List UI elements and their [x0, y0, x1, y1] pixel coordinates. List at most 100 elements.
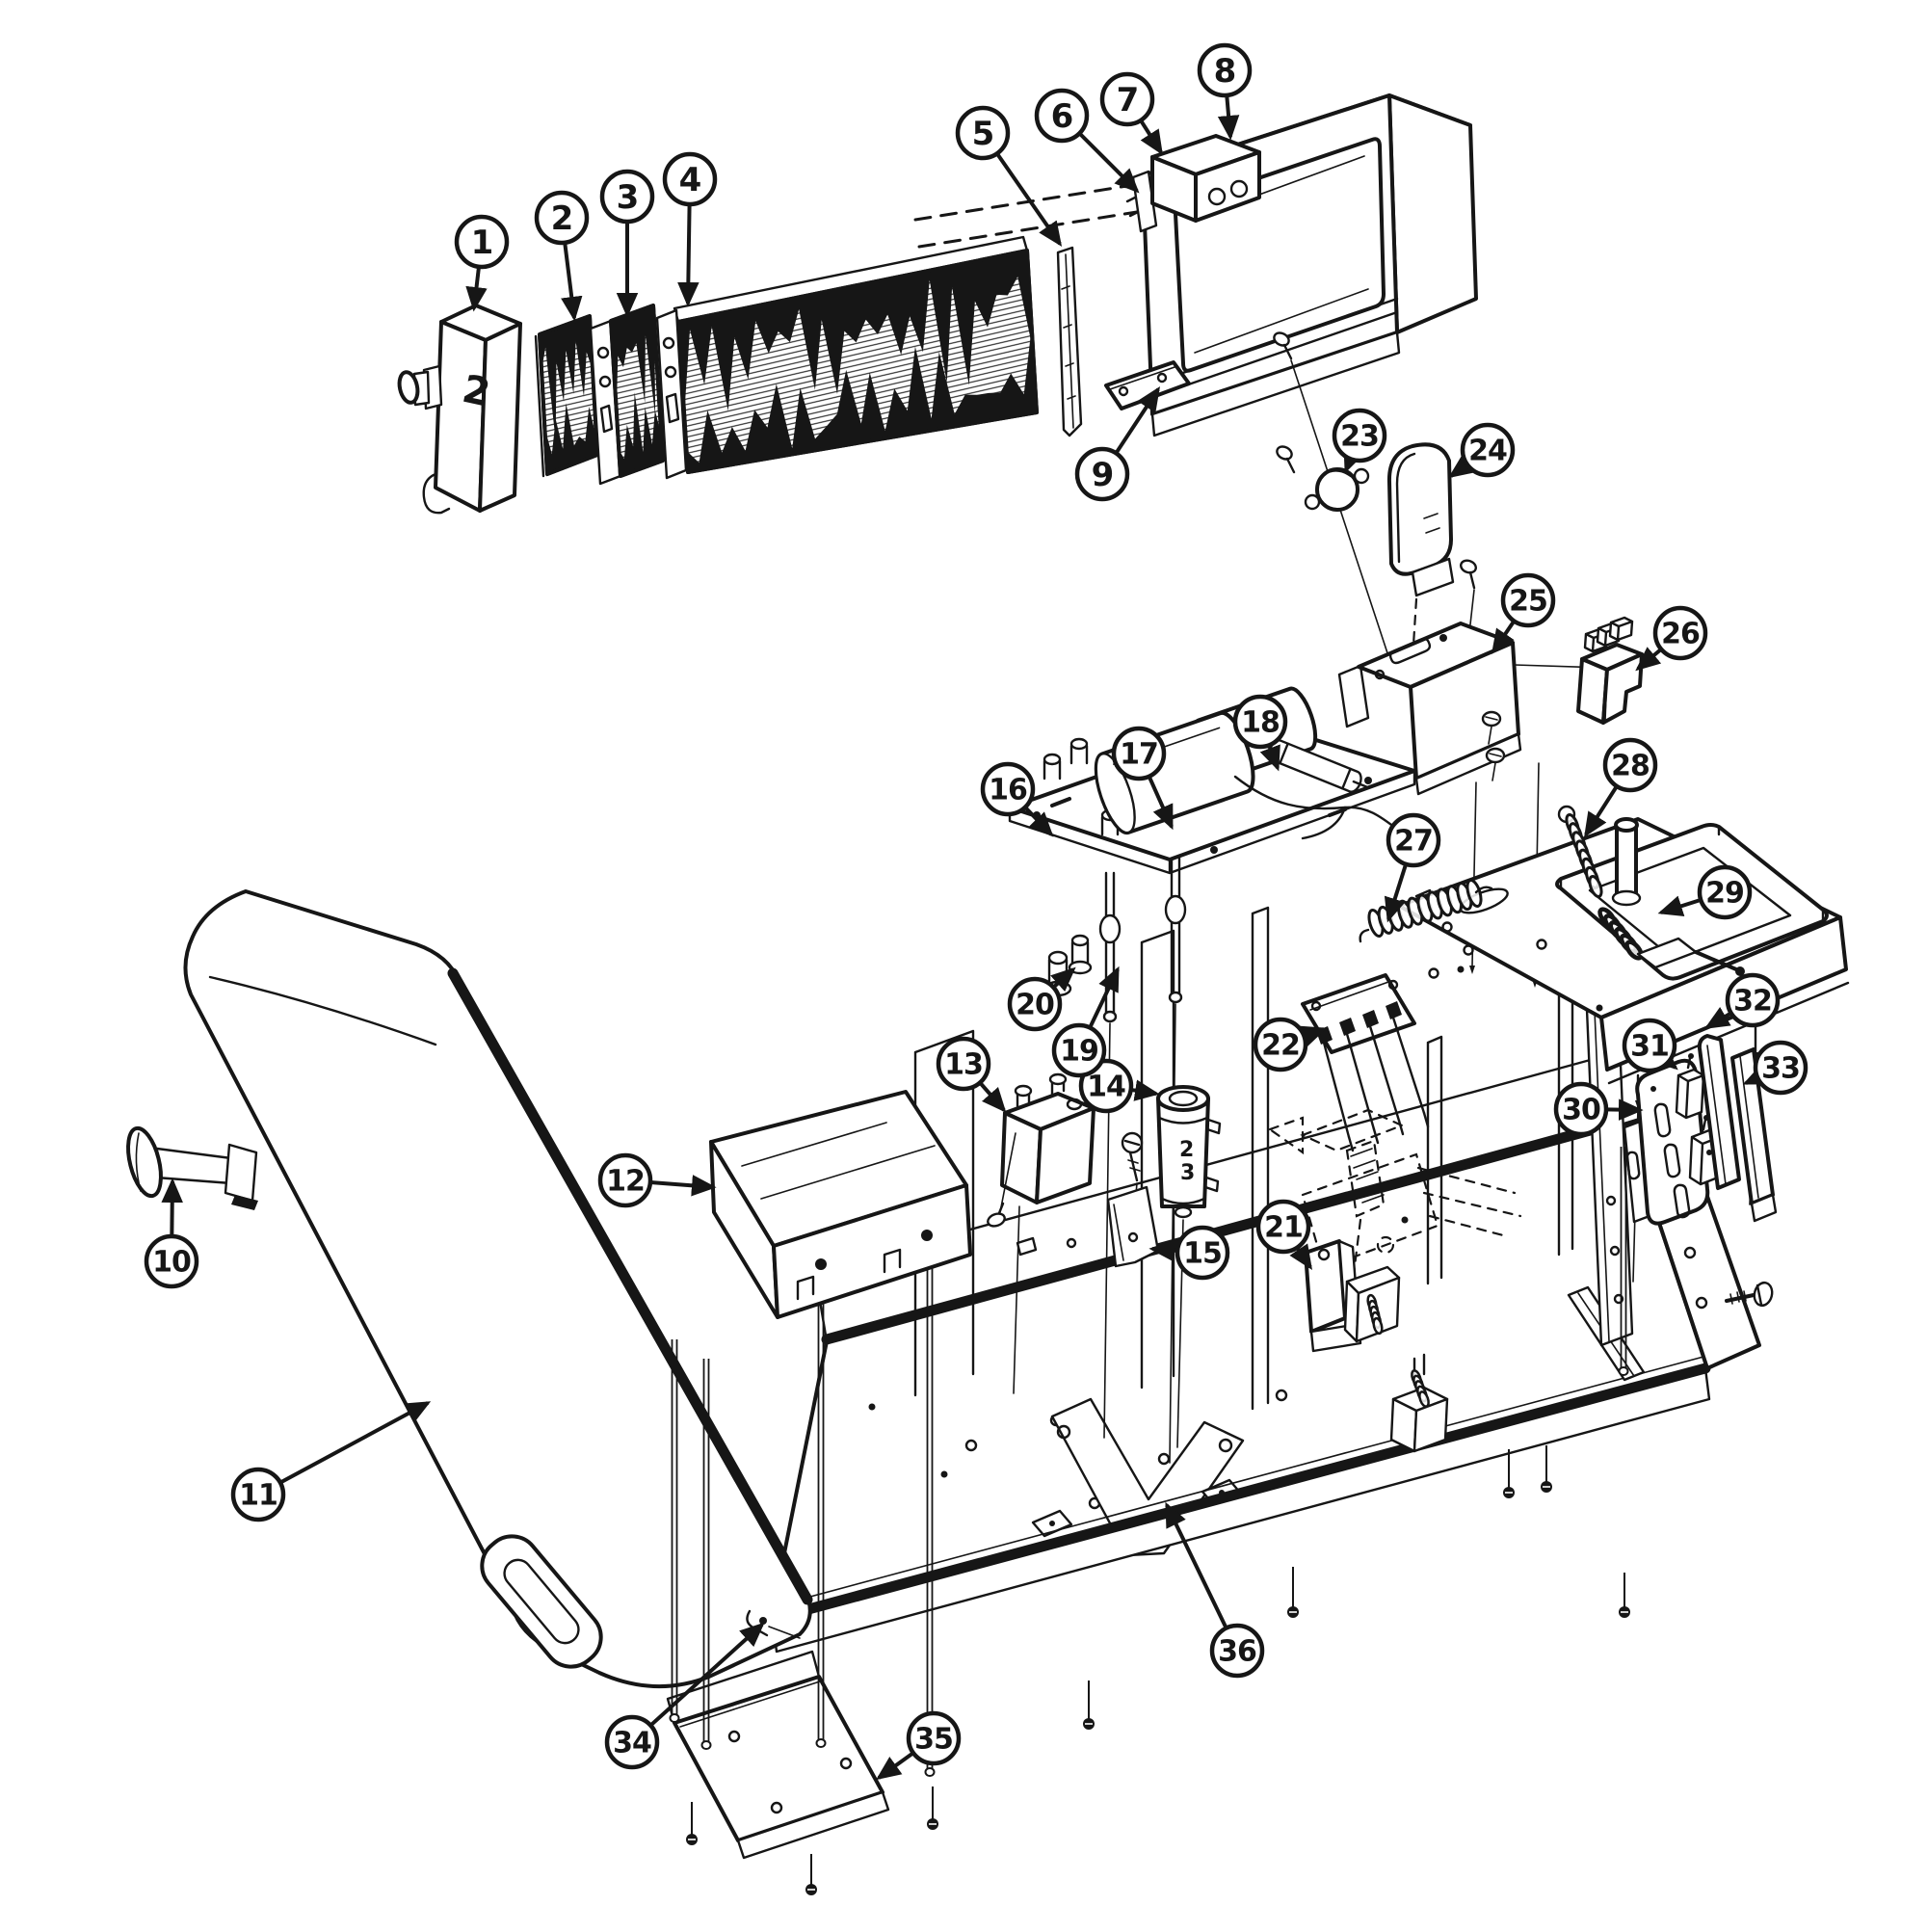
callout-35: 35 [876, 1710, 962, 1781]
callout-number-22: 22 [1261, 1029, 1300, 1063]
callout-2: 2 [534, 190, 590, 322]
callout-circle-7 [1099, 71, 1155, 127]
callout-19: 19 [1051, 966, 1120, 1078]
callout-32: 32 [1703, 972, 1781, 1029]
callout-leader-16 [1023, 806, 1054, 837]
callout-23: 23 [1332, 408, 1387, 474]
callout-8: 8 [1197, 42, 1253, 141]
callout-number-1: 1 [471, 224, 493, 262]
callout-circle-31 [1622, 1018, 1677, 1073]
callout-31: 31 [1622, 1018, 1678, 1073]
callout-leader-7 [1139, 119, 1163, 156]
callout-number-19: 19 [1060, 1035, 1098, 1069]
part-11-front-panel [183, 889, 813, 1689]
ghost-switch-dashed [1267, 1108, 1522, 1276]
part-7-junction-box [1150, 134, 1261, 223]
callout-leader-35 [876, 1751, 915, 1781]
callout-leader-14 [1130, 1079, 1160, 1101]
callout-circle-5 [955, 105, 1011, 161]
callout-25: 25 [1491, 572, 1556, 654]
callout-circle-11 [230, 1467, 286, 1522]
callout-leader-34 [648, 1622, 765, 1728]
callout-number-25: 25 [1509, 585, 1547, 619]
callout-number-24: 24 [1468, 435, 1507, 468]
callout-circle-24 [1460, 422, 1516, 478]
callout-1: 1 [454, 214, 510, 312]
callout-leader-21 [1289, 1243, 1312, 1270]
callout-circle-9 [1074, 446, 1130, 502]
callout-29: 29 [1657, 864, 1753, 920]
callout-number-16: 16 [989, 774, 1027, 807]
part-9-foot-tab [1104, 360, 1191, 410]
callout-7: 7 [1099, 71, 1163, 156]
callout-13: 13 [936, 1036, 1007, 1113]
callout-number-29: 29 [1705, 877, 1744, 911]
part-4-filter [655, 235, 1039, 480]
callout-16: 16 [980, 761, 1054, 837]
part-19-spacer-rods [1098, 854, 1187, 1023]
callout-number-4: 4 [679, 161, 701, 199]
callout-circle-14 [1078, 1058, 1134, 1114]
callout-number-17: 17 [1120, 738, 1158, 772]
callout-circle-13 [936, 1036, 991, 1092]
callout-9: 9 [1074, 386, 1160, 502]
fuse-marking-3: 3 [1180, 1161, 1195, 1185]
callout-circle-27 [1386, 812, 1441, 868]
callout-circle-17 [1111, 726, 1167, 781]
callout-circle-32 [1725, 972, 1781, 1028]
callout-number-13: 13 [944, 1048, 983, 1082]
part-23-screws-centerline [1273, 331, 1394, 672]
callout-circle-4 [662, 151, 718, 207]
callout-22: 22 [1253, 1017, 1328, 1072]
part-33-insulator-panel [1730, 1047, 1778, 1223]
callout-number-5: 5 [972, 115, 994, 153]
callout-circle-25 [1500, 572, 1556, 628]
callout-21: 21 [1255, 1199, 1312, 1270]
panel-handle [480, 1534, 603, 1669]
callout-leader-29 [1657, 895, 1702, 917]
callout-number-26: 26 [1661, 618, 1700, 651]
callout-number-36: 36 [1218, 1635, 1256, 1669]
part-26-terminal-block [1514, 616, 1644, 725]
fuse-marking-2: 2 [1179, 1138, 1194, 1162]
callout-circle-20 [1007, 976, 1063, 1032]
callout-36: 36 [1165, 1501, 1265, 1679]
part-5-retainer-strip [1056, 246, 1083, 437]
callout-number-6: 6 [1051, 97, 1073, 136]
callout-circle-36 [1209, 1623, 1265, 1679]
callout-circle-8 [1197, 42, 1253, 98]
part-35-bottom-plate [666, 1650, 890, 1860]
callout-number-7: 7 [1117, 81, 1139, 119]
callout-leader-8 [1217, 94, 1240, 141]
callout-number-23: 23 [1340, 420, 1379, 454]
callout-circle-23 [1332, 408, 1387, 463]
callout-number-15: 15 [1183, 1237, 1222, 1271]
part-2-filter [534, 314, 599, 478]
callout-leader-24 [1448, 455, 1475, 479]
callout-leader-5 [995, 152, 1063, 247]
callout-leader-12 [649, 1175, 717, 1197]
callout-leader-9 [1114, 386, 1160, 455]
side-screw [1725, 1281, 1774, 1308]
callout-number-14: 14 [1087, 1071, 1125, 1104]
callout-number-2: 2 [551, 199, 573, 238]
callout-number-34: 34 [613, 1727, 651, 1760]
callout-leader-4 [677, 203, 700, 307]
callout-30: 30 [1553, 1081, 1644, 1137]
callout-circle-22 [1253, 1017, 1308, 1072]
callout-leader-19 [1088, 966, 1120, 1029]
callout-circle-18 [1232, 694, 1288, 750]
callout-26: 26 [1635, 605, 1708, 672]
callout-33: 33 [1742, 1040, 1808, 1096]
part-25-mounting-bracket [1337, 559, 1540, 988]
callout-leader-6 [1077, 131, 1140, 194]
callout-18: 18 [1232, 694, 1288, 772]
callout-leader-18 [1259, 744, 1280, 772]
hanging-screws [686, 1445, 1630, 1895]
part-12-cover-box [709, 1090, 972, 1319]
callout-leader-2 [561, 242, 583, 322]
callout-leader-32 [1703, 1007, 1732, 1029]
